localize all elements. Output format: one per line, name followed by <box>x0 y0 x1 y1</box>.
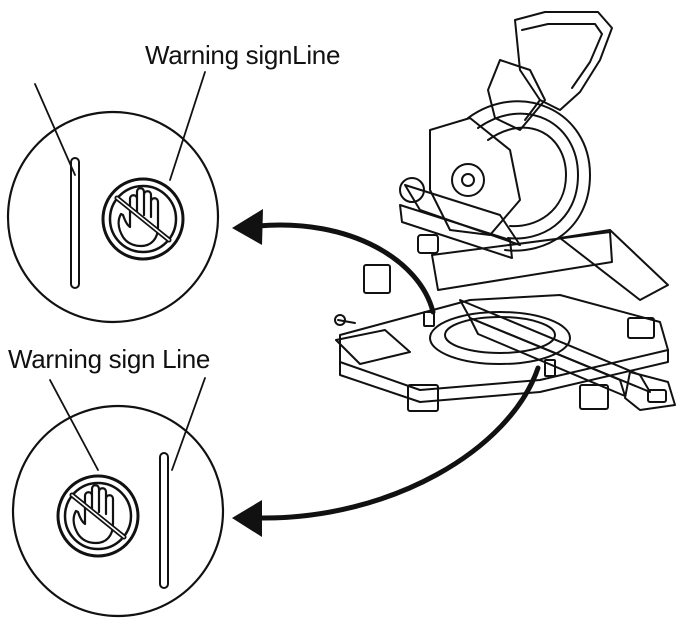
bottom-arrow-curve <box>255 365 541 521</box>
top-arrow-curve <box>255 222 436 315</box>
top-magnifier-circle <box>6 110 220 324</box>
bottom-arrow-head <box>232 500 262 537</box>
bottom-line-leader <box>171 377 206 471</box>
top-callout-label: Warning signLine <box>145 40 341 70</box>
top-arrow-head <box>232 209 263 245</box>
bottom-magnifier-circle <box>11 404 225 618</box>
top-sign-leader <box>169 71 206 181</box>
bottom-sign-leader <box>49 379 99 471</box>
bottom-no-hand-prohibition-icon <box>58 476 138 556</box>
top-no-hand-prohibition-icon <box>103 179 183 259</box>
bottom-callout-label: Warning sign Line <box>8 344 211 374</box>
top-line-leader <box>34 83 76 176</box>
top-cut-line-mark <box>70 157 80 289</box>
top-callout <box>6 71 220 324</box>
callout-arrows <box>232 209 541 537</box>
bottom-callout <box>11 377 225 618</box>
bottom-cut-line-mark <box>159 452 169 589</box>
miter-saw-illustration <box>334 11 676 412</box>
